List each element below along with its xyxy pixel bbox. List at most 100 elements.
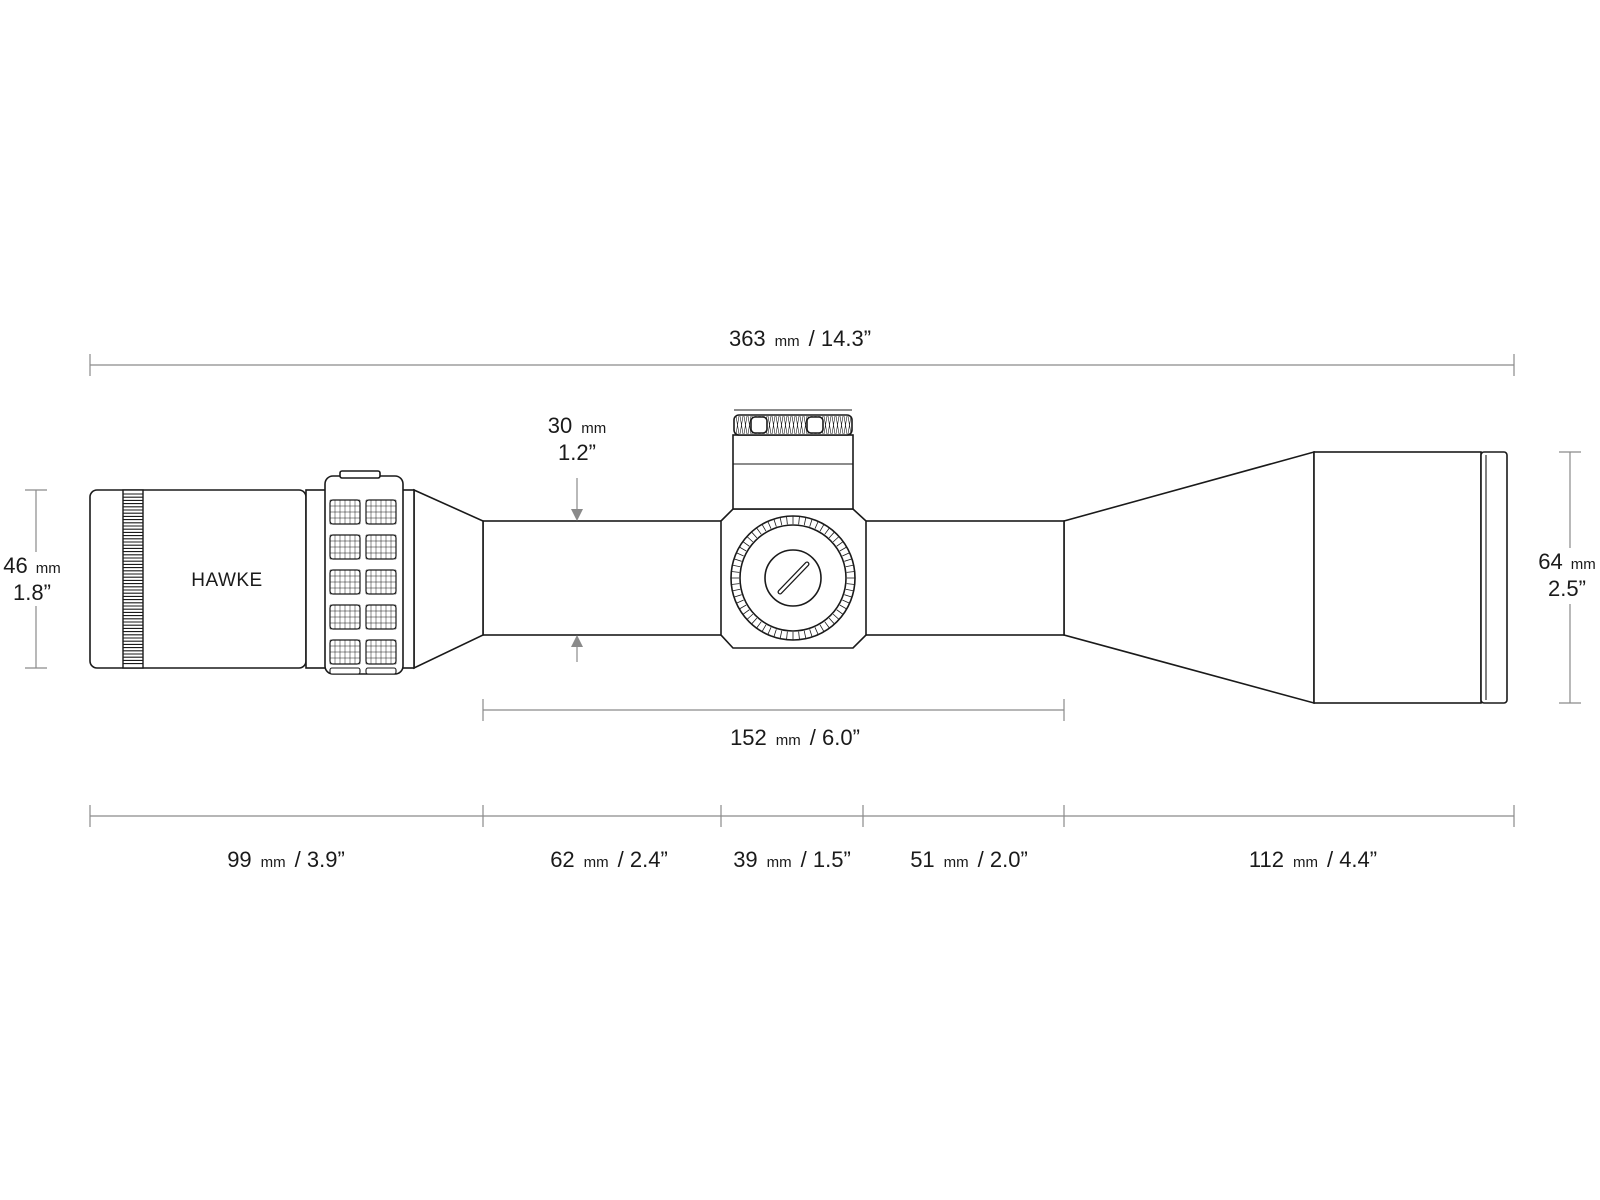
segment-4-metric: 112 [1249, 847, 1284, 872]
segment-2-unit: mm [767, 854, 792, 871]
turret-knurl-line [735, 415, 740, 435]
side-knurl-line [828, 531, 835, 539]
segment-4-unit: mm [1293, 854, 1318, 871]
side-knurl-line [844, 558, 853, 562]
side-knurl-line [842, 599, 850, 604]
side-knurl-line [803, 517, 807, 526]
turret-knurl-line [787, 415, 792, 435]
side-knurl-line [814, 627, 819, 635]
side-knurl-line [736, 599, 744, 604]
elevation-turret-window-left [750, 416, 768, 434]
objective-diameter-label-bg [1530, 548, 1600, 604]
segment-3-imperial: / 2.0” [978, 847, 1028, 872]
tube-diameter-unit: mm [581, 420, 606, 437]
turret-knurl-line [743, 415, 748, 435]
side-knurl-line [773, 518, 777, 527]
side-turret [730, 515, 856, 641]
side-knurl-line [819, 524, 825, 532]
turret-knurl-line [775, 415, 780, 435]
side-knurl-line [803, 630, 807, 639]
side-knurl-line [779, 630, 783, 639]
side-knurl-line [731, 571, 740, 573]
turret-knurl-line [847, 415, 852, 435]
tube-diameter-arrow-bottom [571, 635, 583, 647]
turret-knurl-line [767, 415, 772, 435]
focus-ring-ridges [123, 493, 143, 665]
eyepiece-diameter-dimension: 46 mm 1.8” [0, 489, 66, 669]
side-knurl-line [736, 552, 744, 557]
side-knurl-line [824, 527, 830, 535]
segment-label-objective: 112 mm / 4.4” [1249, 847, 1377, 872]
segment-1-imperial: / 2.4” [618, 847, 668, 872]
overall-length-unit: mm [775, 333, 800, 350]
side-knurl-line [733, 558, 742, 562]
segment-1-unit: mm [584, 854, 609, 871]
objective-diameter-imperial: 2.5” [1548, 576, 1586, 601]
elevation-turret-window-right [806, 416, 824, 434]
eyepiece-focus-ring [122, 489, 144, 669]
power-ring-taper [413, 488, 484, 670]
overall-length-dimension: 363 mm / 14.3” [89, 326, 1515, 376]
side-knurl-line [751, 531, 758, 539]
side-knurl-line [836, 541, 844, 547]
side-knurl-line [836, 609, 844, 615]
side-knurl-line [809, 518, 813, 527]
side-knurl-line [761, 624, 767, 632]
mounting-length-label: 152 mm / 6.0” [730, 725, 860, 750]
segment-label-front-tube: 62 mm / 2.4” [550, 847, 668, 872]
side-knurl-line [786, 516, 788, 525]
power-grip-pad-edge [329, 667, 361, 675]
segment-label-ocular: 99 mm / 3.9” [227, 847, 345, 872]
turret-knurl-line [803, 415, 808, 435]
side-knurl-line [756, 527, 762, 535]
side-knurl-line [731, 583, 740, 585]
overall-length-label: 363 mm / 14.3” [729, 326, 871, 351]
turret-knurl-line [799, 415, 804, 435]
side-knurl-line [828, 617, 835, 625]
turret-knurl-line [835, 415, 840, 435]
segment-2-metric: 39 [733, 847, 757, 872]
side-knurl-line [733, 594, 742, 598]
turret-knurl-line [795, 415, 800, 435]
segment-label-rear-tube: 51 mm / 2.0” [910, 847, 1028, 872]
tube-diameter-metric: 30 [548, 413, 572, 438]
side-knurl-line [751, 617, 758, 625]
eyepiece-diameter-metric: 46 [3, 553, 27, 578]
side-knurl-line [809, 629, 813, 638]
side-knurl-line [742, 609, 750, 615]
side-knurl-line [814, 521, 819, 529]
objective-bell [1063, 450, 1315, 705]
objective-diameter-dimension: 64 mm 2.5” [1530, 451, 1600, 704]
tube-diameter-arrow-top [571, 509, 583, 521]
segment-0-metric: 99 [227, 847, 251, 872]
turret-knurl-line [791, 415, 796, 435]
tube-diameter-metric-label: 30 mm [548, 413, 606, 438]
side-knurl-line [798, 631, 800, 640]
side-knurl-line [786, 631, 788, 640]
side-knurl-line [746, 613, 754, 620]
overall-length-imperial: / 14.3” [809, 326, 871, 351]
turret-knurl-line [823, 415, 828, 435]
side-knurl-line [824, 621, 830, 629]
side-knurl-line [739, 546, 747, 552]
side-knurl-line [767, 521, 772, 529]
side-knurl-line [846, 571, 855, 573]
mounting-length-dimension: 152 mm / 6.0” [482, 699, 1065, 750]
side-turret-slot-inner [778, 562, 809, 594]
segment-3-unit: mm [944, 854, 969, 871]
objective-lens-cap [1480, 451, 1508, 704]
side-knurl-line [842, 552, 850, 557]
side-knurl-line [746, 536, 754, 543]
side-knurl-line [739, 604, 747, 610]
side-knurl-line [756, 621, 762, 629]
side-knurl-line [845, 588, 854, 592]
turret-knurl-line [771, 415, 776, 435]
turret-knurl-line [839, 415, 844, 435]
side-knurl-line [839, 546, 847, 552]
segment-0-imperial: / 3.9” [295, 847, 345, 872]
side-knurl-line [832, 536, 840, 543]
side-knurl-line [844, 594, 853, 598]
eyepiece-diameter-label-bg [0, 552, 66, 606]
